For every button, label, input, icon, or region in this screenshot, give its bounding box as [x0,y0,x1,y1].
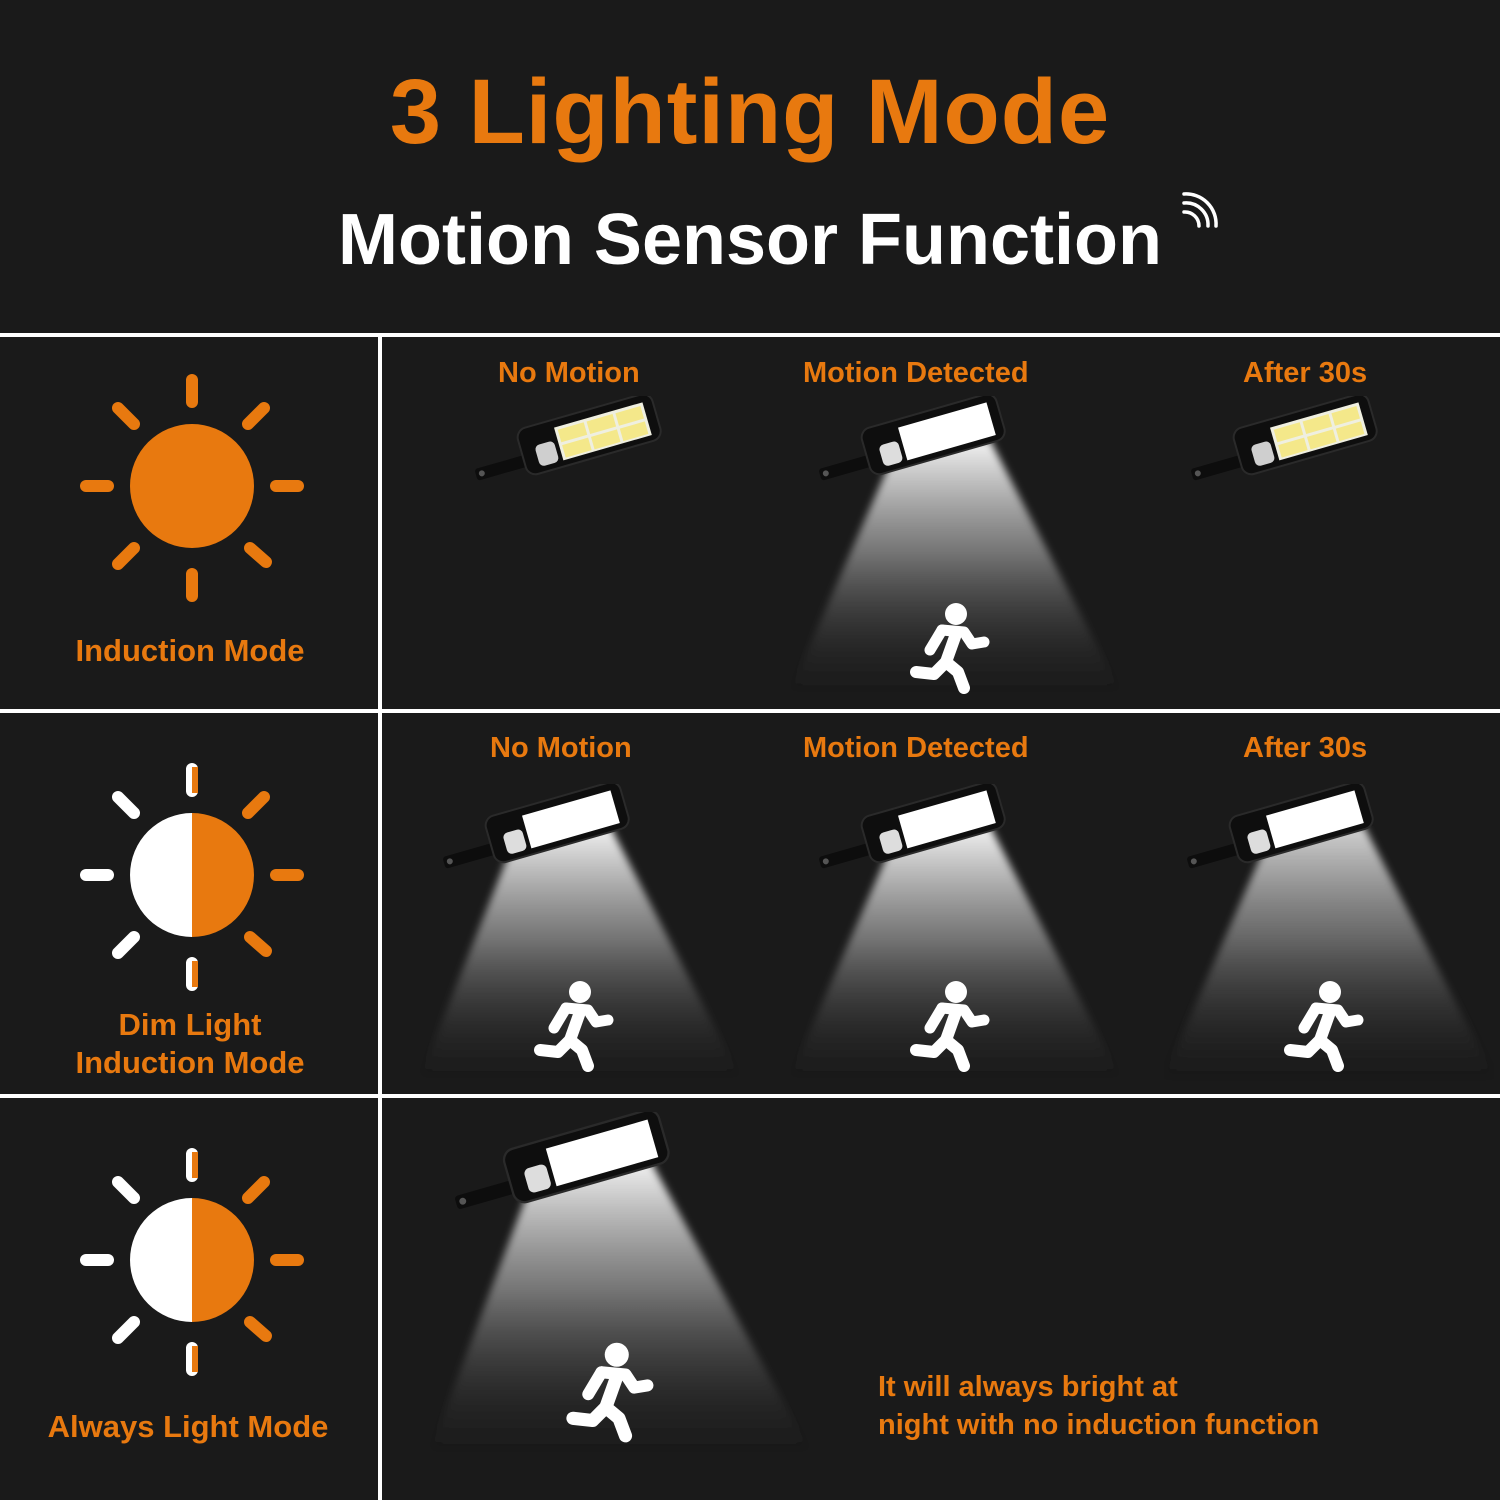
light-beam [1164,826,1494,1076]
lamp-bright-icon [806,784,1006,874]
running-person-icon [562,1340,654,1444]
half-sun-icon [80,763,304,991]
state-label-after-30s: After 30s [1243,357,1368,389]
grid-divider-top [0,333,1500,337]
note-line-1: It will always bright at [878,1371,1178,1403]
mode-label-dim-light-line1: Dim Light [118,1007,262,1042]
lamp-dim-icon [1178,396,1378,486]
state-label-no-motion: No Motion [498,357,640,389]
lamp-bright-icon [440,1112,670,1216]
grid-divider-vertical [378,333,382,1500]
light-beam [790,826,1120,1076]
half-sun-icon [80,1148,304,1376]
lamp-dim-icon [462,396,662,486]
mode-label-always-light: Always Light Mode [47,1409,329,1444]
lamp-bright-icon [806,396,1006,486]
page-subtitle: Motion Sensor Function [338,200,1162,280]
mode-label-induction: Induction Mode [75,633,305,668]
always-light-note: It will always bright at night with no i… [878,1368,1319,1444]
light-beam [430,1160,810,1450]
running-person-icon [530,980,614,1072]
sun-icon [80,374,304,602]
state-label-motion-detected: Motion Detected [803,357,1029,389]
state-label-after-30s: After 30s [1243,732,1368,764]
state-label-no-motion: No Motion [490,732,632,764]
state-label-motion-detected: Motion Detected [803,732,1029,764]
running-person-icon [1280,980,1364,1072]
lamp-bright-icon [1174,784,1374,874]
mode-label-dim-light-line2: Induction Mode [75,1045,305,1080]
lamp-bright-icon [430,784,630,874]
running-person-icon [906,980,990,1072]
note-line-2: night with no induction function [878,1409,1320,1441]
wireless-signal-icon [1182,192,1218,228]
grid-divider-bottom [0,1094,1500,1098]
page-title: 3 Lighting Mode [389,61,1111,163]
light-beam [790,440,1120,690]
grid-divider-middle [0,709,1500,713]
light-beam [420,826,740,1076]
running-person-icon [906,602,990,694]
